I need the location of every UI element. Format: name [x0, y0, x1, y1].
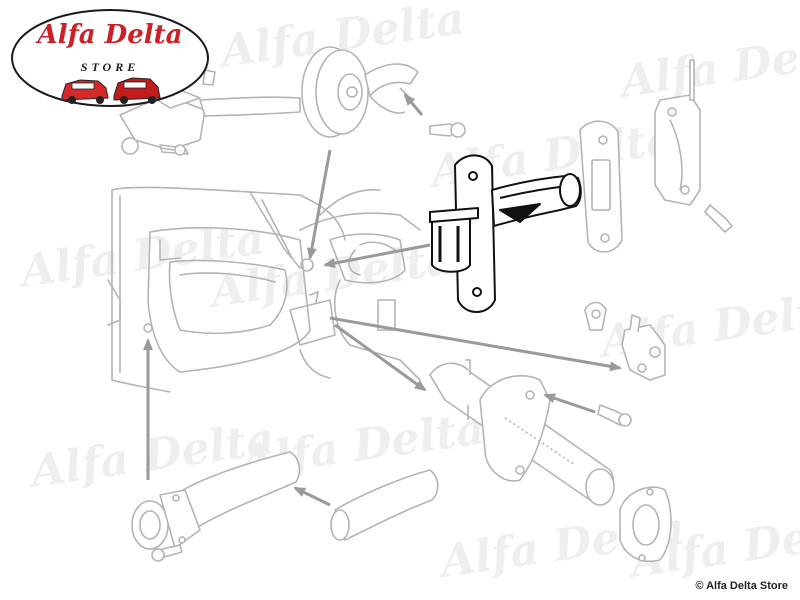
arrow-tube-to-barrel — [293, 486, 331, 507]
leader-arrows — [143, 93, 622, 507]
arrow-door-to-lock — [329, 316, 622, 372]
door-handle-tube-icon — [429, 359, 632, 506]
store-logo: Alfa Delta STORE — [10, 8, 210, 108]
door-lock-knob-icon — [301, 46, 466, 138]
lock-cylinder-icon — [584, 301, 666, 381]
arrow-screw-to-tube — [543, 393, 596, 414]
arrow-knob-to-door — [306, 149, 332, 260]
gasket-ring-icon — [619, 486, 672, 562]
copyright-text: © Alfa Delta Store — [695, 580, 788, 592]
arrow-screw-to-knob — [403, 93, 424, 116]
door-check-strap-icon — [429, 154, 582, 313]
push-button-barrel-icon — [131, 451, 301, 562]
red-car-icon — [61, 79, 109, 104]
logo-title: Alfa Delta — [37, 20, 183, 50]
hinge-pin-bracket-icon — [654, 59, 733, 233]
inner-tube-icon — [330, 469, 439, 541]
car-door-outline-icon — [107, 186, 421, 393]
red-car-icon — [113, 77, 161, 104]
arrow-door-to-tube — [334, 323, 427, 392]
screw-icon — [159, 144, 186, 156]
gasket-plate-icon — [579, 120, 623, 253]
logo-subtitle: STORE — [80, 60, 140, 74]
logo-ellipse-icon — [11, 9, 209, 107]
arrow-strap-to-door — [323, 243, 431, 269]
